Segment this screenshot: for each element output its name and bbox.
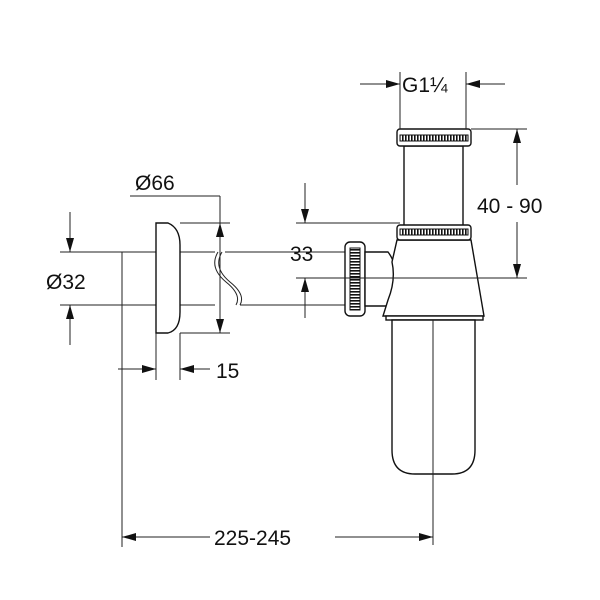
lower-ring [396, 224, 472, 241]
pipe-diameter-label: Ø32 [46, 271, 86, 294]
upper-ring [396, 128, 472, 147]
thread-dimension: G1¼ [360, 72, 505, 129]
drain-pipe [121, 251, 345, 306]
flange-diameter-dimension: Ø66 [130, 172, 230, 334]
flange-diameter-label: Ø66 [135, 172, 175, 195]
length-range-label: 225-245 [214, 527, 291, 550]
thread-label: G1¼ [402, 74, 448, 97]
wall-flange [155, 222, 181, 334]
pipe-diameter-dimension: Ø32 [46, 212, 122, 345]
offset-label: 33 [290, 243, 313, 266]
length-dimension: 225-245 [121, 305, 433, 550]
flange-width-dimension: 15 [118, 333, 239, 383]
inlet-tube [403, 145, 464, 227]
height-dimension: 40 - 90 [345, 128, 542, 279]
height-range-label: 40 - 90 [477, 195, 542, 218]
flange-width-label: 15 [216, 360, 239, 383]
offset-dimension: 33 [290, 183, 400, 318]
